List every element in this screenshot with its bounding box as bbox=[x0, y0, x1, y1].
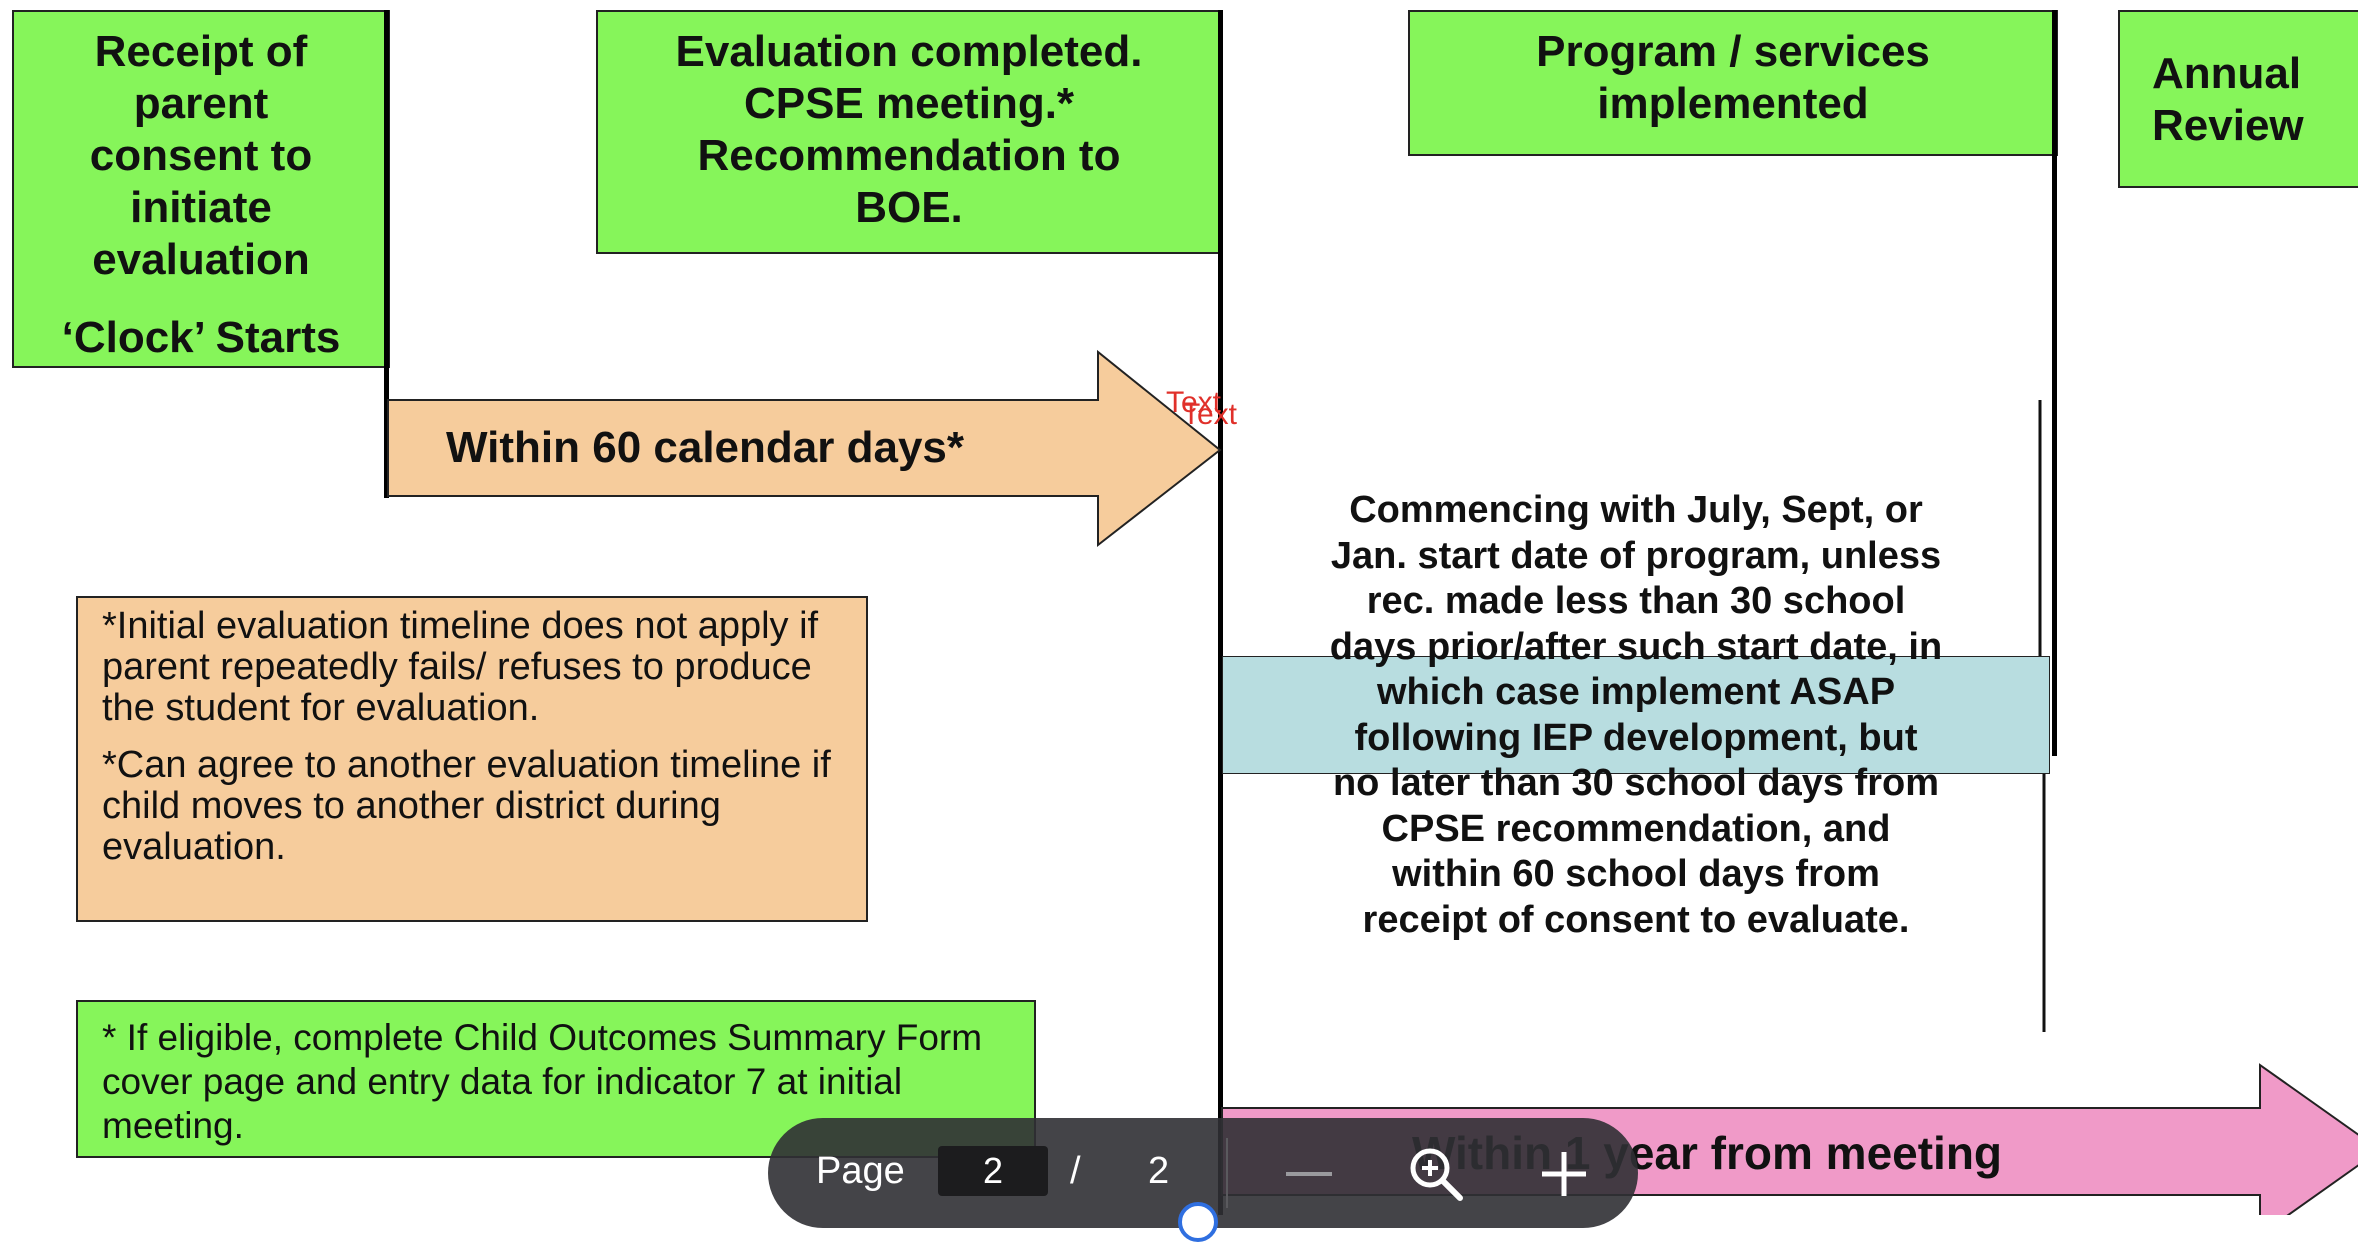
annual-line-1: Annual bbox=[2152, 49, 2302, 98]
page-separator: / bbox=[1070, 1150, 1081, 1192]
implementation-band bbox=[1222, 656, 2050, 774]
annual-review-box: Annual Review bbox=[2118, 10, 2358, 188]
timing-line-9: within 60 school days from bbox=[1392, 853, 1880, 895]
timeline-divider-start bbox=[384, 10, 389, 498]
sixty-day-arrow-label: Within 60 calendar days* bbox=[446, 423, 965, 472]
consent-line-5: evaluation bbox=[92, 235, 310, 284]
program-implemented-box: Program / services implemented bbox=[1408, 10, 2058, 156]
evaluation-line-4: BOE. bbox=[855, 183, 963, 232]
evaluation-line-1: Evaluation completed. bbox=[675, 27, 1143, 76]
exception-note-1: *Initial evaluation timeline does not ap… bbox=[102, 605, 819, 729]
scroll-position-indicator[interactable] bbox=[1178, 1202, 1218, 1242]
page-number-input[interactable]: 2 bbox=[938, 1146, 1048, 1196]
timeline-divider-meeting bbox=[1218, 10, 1223, 1215]
exception-note-2: *Can agree to another evaluation timelin… bbox=[102, 744, 831, 868]
consent-line-1: Receipt of bbox=[94, 27, 308, 76]
consent-line-2: parent bbox=[133, 79, 269, 128]
zoom-reset-icon[interactable] bbox=[1404, 1142, 1468, 1206]
program-line-1: Program / services bbox=[1536, 27, 1930, 76]
timing-line-7: no later than 30 school days from bbox=[1332, 762, 1940, 804]
timing-line-4: days prior/after such start date, in bbox=[1329, 625, 1943, 668]
sixty-day-arrow-shape bbox=[387, 349, 1222, 548]
clock-starts-label: ‘Clock’ Starts bbox=[61, 313, 341, 362]
child-outcomes-text: * If eligible, complete Child Outcomes S… bbox=[102, 1017, 983, 1146]
timeline-divider-implementation bbox=[2052, 10, 2057, 756]
consent-line-4: initiate bbox=[130, 183, 272, 232]
total-pages: 2 bbox=[1148, 1150, 1170, 1192]
zoom-in-icon[interactable] bbox=[1536, 1146, 1592, 1202]
timing-line-10: receipt of consent to evaluate. bbox=[1362, 898, 1910, 941]
page-label: Page bbox=[816, 1150, 905, 1192]
timing-line-3: rec. made less than 30 school bbox=[1366, 580, 1906, 622]
evaluation-line-2: CPSE meeting.* bbox=[743, 79, 1075, 128]
text-annotation-a[interactable]: Text bbox=[1166, 386, 1222, 419]
annual-line-2: Review bbox=[2152, 101, 2304, 150]
timing-line-6: following IEP development, but bbox=[1354, 716, 1918, 759]
timing-line-5: which case implement ASAP bbox=[1376, 671, 1896, 713]
text-annotation-b[interactable]: Text bbox=[1182, 398, 1238, 431]
timing-line-8: CPSE recommendation, and bbox=[1381, 807, 1891, 850]
timing-line-2: Jan. start date of program, unless bbox=[1330, 534, 1942, 577]
consent-receipt-box: Receipt of parent consent to initiate ev… bbox=[12, 10, 390, 368]
implementation-timing-text: Commencing with July, Sept, or Jan. star… bbox=[1224, 488, 2048, 943]
timing-line-1: Commencing with July, Sept, or bbox=[1349, 489, 1923, 531]
evaluation-completed-box: Evaluation completed. CPSE meeting.* Rec… bbox=[596, 10, 1222, 254]
toolbar-divider bbox=[1226, 1138, 1228, 1208]
zoom-out-icon[interactable] bbox=[1286, 1172, 1332, 1176]
program-line-2: implemented bbox=[1597, 79, 1869, 128]
evaluation-line-3: Recommendation to bbox=[697, 131, 1121, 180]
evaluation-exceptions-note: *Initial evaluation timeline does not ap… bbox=[76, 596, 868, 922]
consent-line-3: consent to bbox=[89, 131, 313, 180]
